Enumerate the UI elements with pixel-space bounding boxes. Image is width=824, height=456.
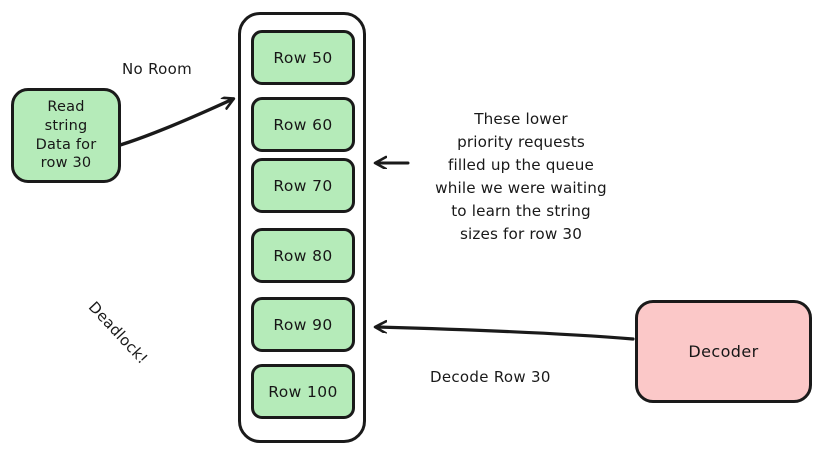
queue-note-line: while we were waiting <box>435 179 607 198</box>
no-room-arrow <box>115 99 233 148</box>
queue-note-annotation: These lower priority requests filled up … <box>400 108 642 247</box>
no-room-edge-label: No Room <box>122 60 192 78</box>
queue-item-label: Row 100 <box>268 382 338 401</box>
queue-item-label: Row 90 <box>273 315 333 334</box>
queue-note-line: priority requests <box>457 133 585 152</box>
queue-item-row-70[interactable]: Row 70 <box>251 158 355 213</box>
queue-item-row-50[interactable]: Row 50 <box>251 30 355 85</box>
decoder-box[interactable]: Decoder <box>635 300 812 403</box>
queue-item-row-60[interactable]: Row 60 <box>251 97 355 152</box>
queue-note-line: to learn the string <box>451 202 591 221</box>
read-string-data-label: Read string Data for row 30 <box>35 98 97 172</box>
decoder-label: Decoder <box>688 342 759 361</box>
queue-item-label: Row 70 <box>273 176 333 195</box>
queue-item-row-90[interactable]: Row 90 <box>251 297 355 352</box>
queue-note-line: filled up the queue <box>447 156 595 175</box>
queue-item-label: Row 80 <box>273 246 333 265</box>
queue-item-label: Row 60 <box>273 115 333 134</box>
decode-row-edge-label: Decode Row 30 <box>430 368 551 386</box>
queue-item-label: Row 50 <box>273 48 333 67</box>
queue-note-line: These lower <box>474 110 568 128</box>
read-string-data-box[interactable]: Read string Data for row 30 <box>11 88 121 183</box>
queue-item-row-100[interactable]: Row 100 <box>251 364 355 419</box>
decode-row-arrow <box>376 327 635 341</box>
queue-note-line: sizes for row 30 <box>459 225 583 244</box>
queue-item-row-80[interactable]: Row 80 <box>251 228 355 283</box>
